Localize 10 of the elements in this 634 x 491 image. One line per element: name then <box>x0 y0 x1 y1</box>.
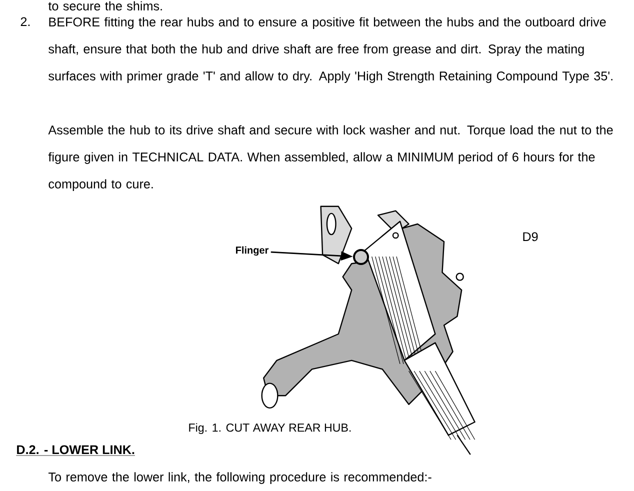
flinger-part <box>353 249 369 265</box>
part-label: Flinger <box>236 246 269 256</box>
paragraph: BEFORE fitting the rear hubs and to ensure a positive fit between the hubs and the outboard drive shaft, ensure that both the hub and drive shaft are free from grease and dirt. Spray the mating surfaces with primer grade 'T' and allow to dry. Apply 'High Strength Retaining Compound Type 35'. <box>48 17 612 83</box>
cut-off-text: to secure the shims. <box>48 1 162 10</box>
paragraph: Assemble the hub to its drive shaft and secure with lock washer and nut. Torque load the nut to the figure given in TECHNICAL DATA. When assembled, allow a MINIMUM period of 6 hours for the compound to cure. <box>48 125 613 191</box>
section-heading: D.2. - LOWER LINK. <box>16 445 136 456</box>
paragraph: To remove the lower link, the following procedure is recommended:- <box>48 472 432 484</box>
figure-caption: Fig. 1. CUT AWAY REAR HUB. <box>189 423 351 434</box>
item-number: 2. <box>20 17 30 26</box>
figure-reference: D9 <box>523 232 538 242</box>
